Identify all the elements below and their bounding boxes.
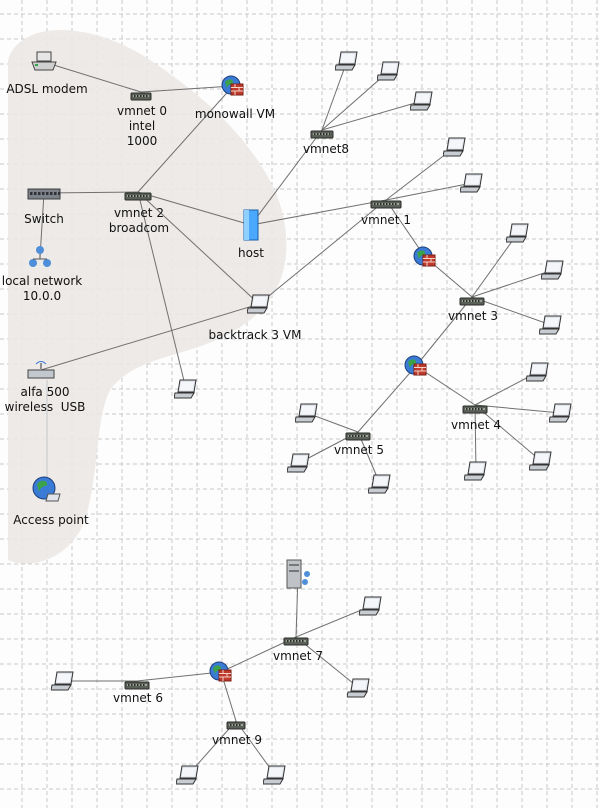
link-v7-l7b [295,636,360,689]
link-v3-fw3 [415,296,473,367]
firewall-icon[interactable] [413,246,437,272]
vmnet2-switch-icon[interactable] [124,187,152,206]
link-host-v1 [250,199,387,226]
local-network-icon[interactable] [28,244,52,274]
local-network-label: local network 10.0.0 [1,274,83,303]
backtrack-vm-laptop-icon[interactable] [246,293,271,319]
link-v3-l3c [471,296,552,326]
link-host-v8 [250,129,323,226]
vmnet9-label: vmnet 9 [212,733,262,747]
access-point-label: Access point [13,513,89,527]
laptop-icon[interactable] [548,402,573,428]
vmnet1-switch-icon[interactable] [370,195,402,214]
link-v4-l4d [474,404,477,472]
link-v3-l3a [471,232,519,298]
laptop-icon[interactable] [358,595,383,621]
monowall-firewall-icon[interactable] [221,75,245,101]
switch-label: Switch [24,212,64,226]
switch-device-icon[interactable] [27,186,61,205]
link-v2-bt [137,191,260,305]
access-point-icon[interactable] [32,476,62,508]
laptop-icon[interactable] [262,764,287,790]
link-v5-l5a [306,412,359,433]
firewall-icon[interactable] [404,355,428,381]
vmnet7-switch-icon[interactable] [283,632,309,651]
laptop-icon[interactable] [538,314,563,340]
link-modem-v0 [43,61,142,93]
laptop-icon[interactable] [50,670,75,696]
vmnet0-switch-icon[interactable] [130,87,152,106]
vmnet5-switch-icon[interactable] [345,427,371,446]
vmnet3-label: vmnet 3 [448,309,498,323]
link-v4-l4c [474,404,542,462]
vmnet2-label: vmnet 2 broadcom [108,206,170,235]
alfa-usb-adapter-icon[interactable] [26,359,56,385]
vmnet4-switch-icon[interactable] [462,400,488,419]
link-v7-l7a [295,605,372,638]
link-v2-lp2 [137,191,187,390]
link-v1-fw2 [385,199,426,258]
vmnet9-switch-icon[interactable] [226,716,246,735]
laptop-icon[interactable] [540,259,565,285]
laptop-icon[interactable] [294,402,319,428]
vmnet8-switch-icon[interactable] [310,125,334,144]
backtrack-vm-label: backtrack 3 VM [208,328,302,342]
link-v8-l8b [321,70,390,131]
laptop-icon[interactable] [334,50,359,76]
link-v0-wall1 [140,85,234,93]
vmnet8-label: vmnet8 [302,142,350,156]
link-v8-l8c [321,100,423,131]
link-v1-bt [258,199,387,305]
host-label: host [238,246,264,260]
laptop-icon[interactable] [346,677,371,703]
alfa-usb-label: alfa 500 wireless USB [4,385,86,414]
laptop-icon[interactable] [463,460,488,486]
link-v3-l3b [471,269,554,298]
laptop-icon[interactable] [505,222,530,248]
laptop-icon[interactable] [442,136,467,162]
laptop-icon[interactable] [175,764,200,790]
laptop-icon[interactable] [376,60,401,86]
laptop-icon[interactable] [459,172,484,198]
adsl-modem-label: ADSL modem [6,82,88,96]
vmnet7-label: vmnet 7 [273,649,323,663]
vmnet6-switch-icon[interactable] [124,676,150,695]
laptop-icon[interactable] [173,378,198,404]
link-fw3-v5 [357,365,417,433]
vmnet1-label: vmnet 1 [361,213,411,227]
host-computer-icon[interactable] [241,208,261,246]
vmnet4-label: vmnet 4 [451,418,501,432]
monowall-vm-label: monowall VM [194,107,276,121]
laptop-icon[interactable] [409,90,434,116]
link-v7-fw4 [220,636,297,673]
laptop-icon[interactable] [525,361,550,387]
link-v4-l4b [474,404,562,414]
laptop-icon[interactable] [367,473,392,499]
vmnet0-label: vmnet 0 intel 1000 [117,104,167,148]
firewall-icon[interactable] [209,661,233,687]
link-fw4-v6 [136,671,222,682]
laptop-icon[interactable] [528,450,553,476]
vmnet3-switch-icon[interactable] [459,292,485,311]
link-v1-l1b [385,182,473,201]
link-wall1-v2 [137,85,234,193]
vmnet5-label: vmnet 5 [334,443,384,457]
link-alfa-bt [40,303,260,371]
server-icon[interactable] [283,558,313,596]
vmnet6-label: vmnet 6 [113,691,163,705]
laptop-icon[interactable] [286,452,311,478]
adsl-modem-icon[interactable] [29,50,59,78]
link-v2-host [137,191,252,226]
link-v8-l8a [321,60,348,131]
